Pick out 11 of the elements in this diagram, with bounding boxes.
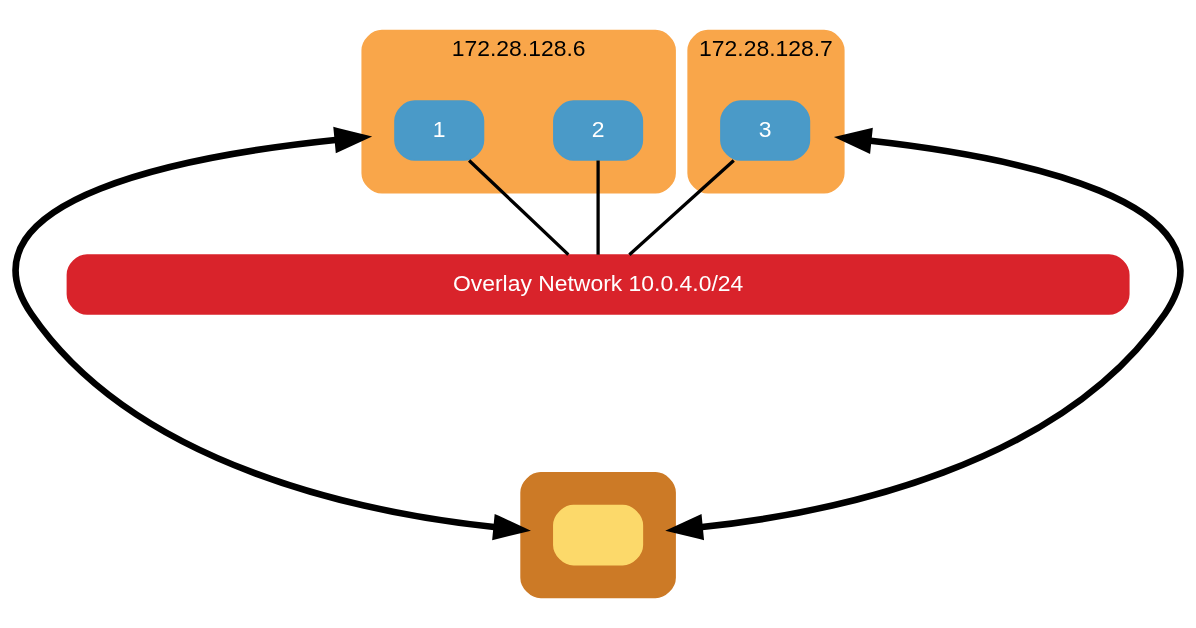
- node-box: 3: [720, 100, 811, 161]
- node-box: [553, 504, 644, 566]
- connector: [628, 159, 735, 256]
- node-box: 1: [394, 100, 485, 161]
- node-box: 2: [553, 100, 644, 161]
- arrow: [13, 126, 531, 541]
- node-box: Overlay Network 10.0.4.0/24: [66, 254, 1130, 315]
- cluster: [520, 472, 676, 599]
- connector: [468, 159, 570, 256]
- connector: [596, 160, 600, 255]
- arrow: [665, 127, 1183, 541]
